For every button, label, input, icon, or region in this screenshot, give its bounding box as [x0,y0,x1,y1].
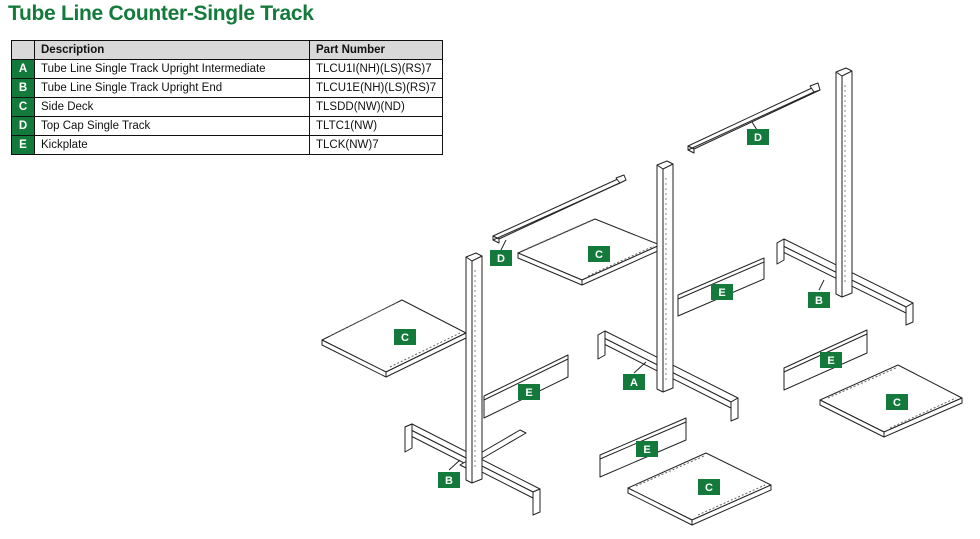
table-row: A Tube Line Single Track Upright Interme… [11,59,444,79]
part-number-header: Part Number [308,40,444,60]
callout-b-right: B [808,292,830,308]
page-title: Tube Line Counter-Single Track [8,2,314,25]
callout-c-left: C [394,329,416,345]
top-cap-right [687,82,821,154]
row-part-number: TLSDD(NW)(ND) [308,97,444,117]
row-key: B [11,78,35,98]
callout-e-left: E [518,384,540,400]
svg-text:C: C [595,249,603,261]
side-deck-right [819,364,963,438]
leader-lines [448,121,825,471]
svg-text:E: E [525,387,532,399]
svg-text:C: C [705,482,713,494]
svg-text:B: B [815,295,823,307]
callout-d-center: D [490,250,512,266]
upright-intermediate [597,160,739,422]
row-part-number: TLCU1E(NH)(LS)(RS)7 [308,78,444,98]
table-row: E Kickplate TLCK(NW)7 [11,135,444,155]
callout-d-right: D [747,129,769,145]
svg-text:D: D [497,253,505,265]
callout-e-right: E [820,352,842,368]
upright-end-left [404,252,541,516]
callout-c-right: C [886,394,908,410]
callout-e-bottom: E [636,441,658,457]
svg-text:C: C [893,397,901,409]
row-description: Kickplate [34,135,310,155]
table-row: D Top Cap Single Track TLTC1(NW) [11,116,444,136]
svg-text:A: A [630,377,638,389]
callout-c-center: C [588,246,610,262]
table-header-row: Description Part Number [11,40,444,60]
row-key: E [11,135,35,155]
upright-end-right [776,67,914,326]
callout-e-center: E [711,284,733,300]
svg-text:D: D [754,132,762,144]
description-header: Description [34,40,310,60]
row-key: C [11,97,35,117]
top-cap-center [492,174,627,244]
parts-table: Description Part Number A Tube Line Sing… [11,40,444,155]
svg-text:E: E [718,287,725,299]
svg-text:B: B [445,475,453,487]
row-description: Top Cap Single Track [34,116,310,136]
svg-text:C: C [401,332,409,344]
callout-c-bottom: C [698,479,720,495]
key-header [11,40,35,60]
row-part-number: TLCK(NW)7 [308,135,444,155]
table-row: C Side Deck TLSDD(NW)(ND) [11,97,444,117]
svg-text:E: E [827,355,834,367]
table-row: B Tube Line Single Track Upright End TLC… [11,78,444,98]
svg-text:E: E [643,444,650,456]
callout-b-left: B [438,472,460,488]
callout-a: A [623,374,645,390]
